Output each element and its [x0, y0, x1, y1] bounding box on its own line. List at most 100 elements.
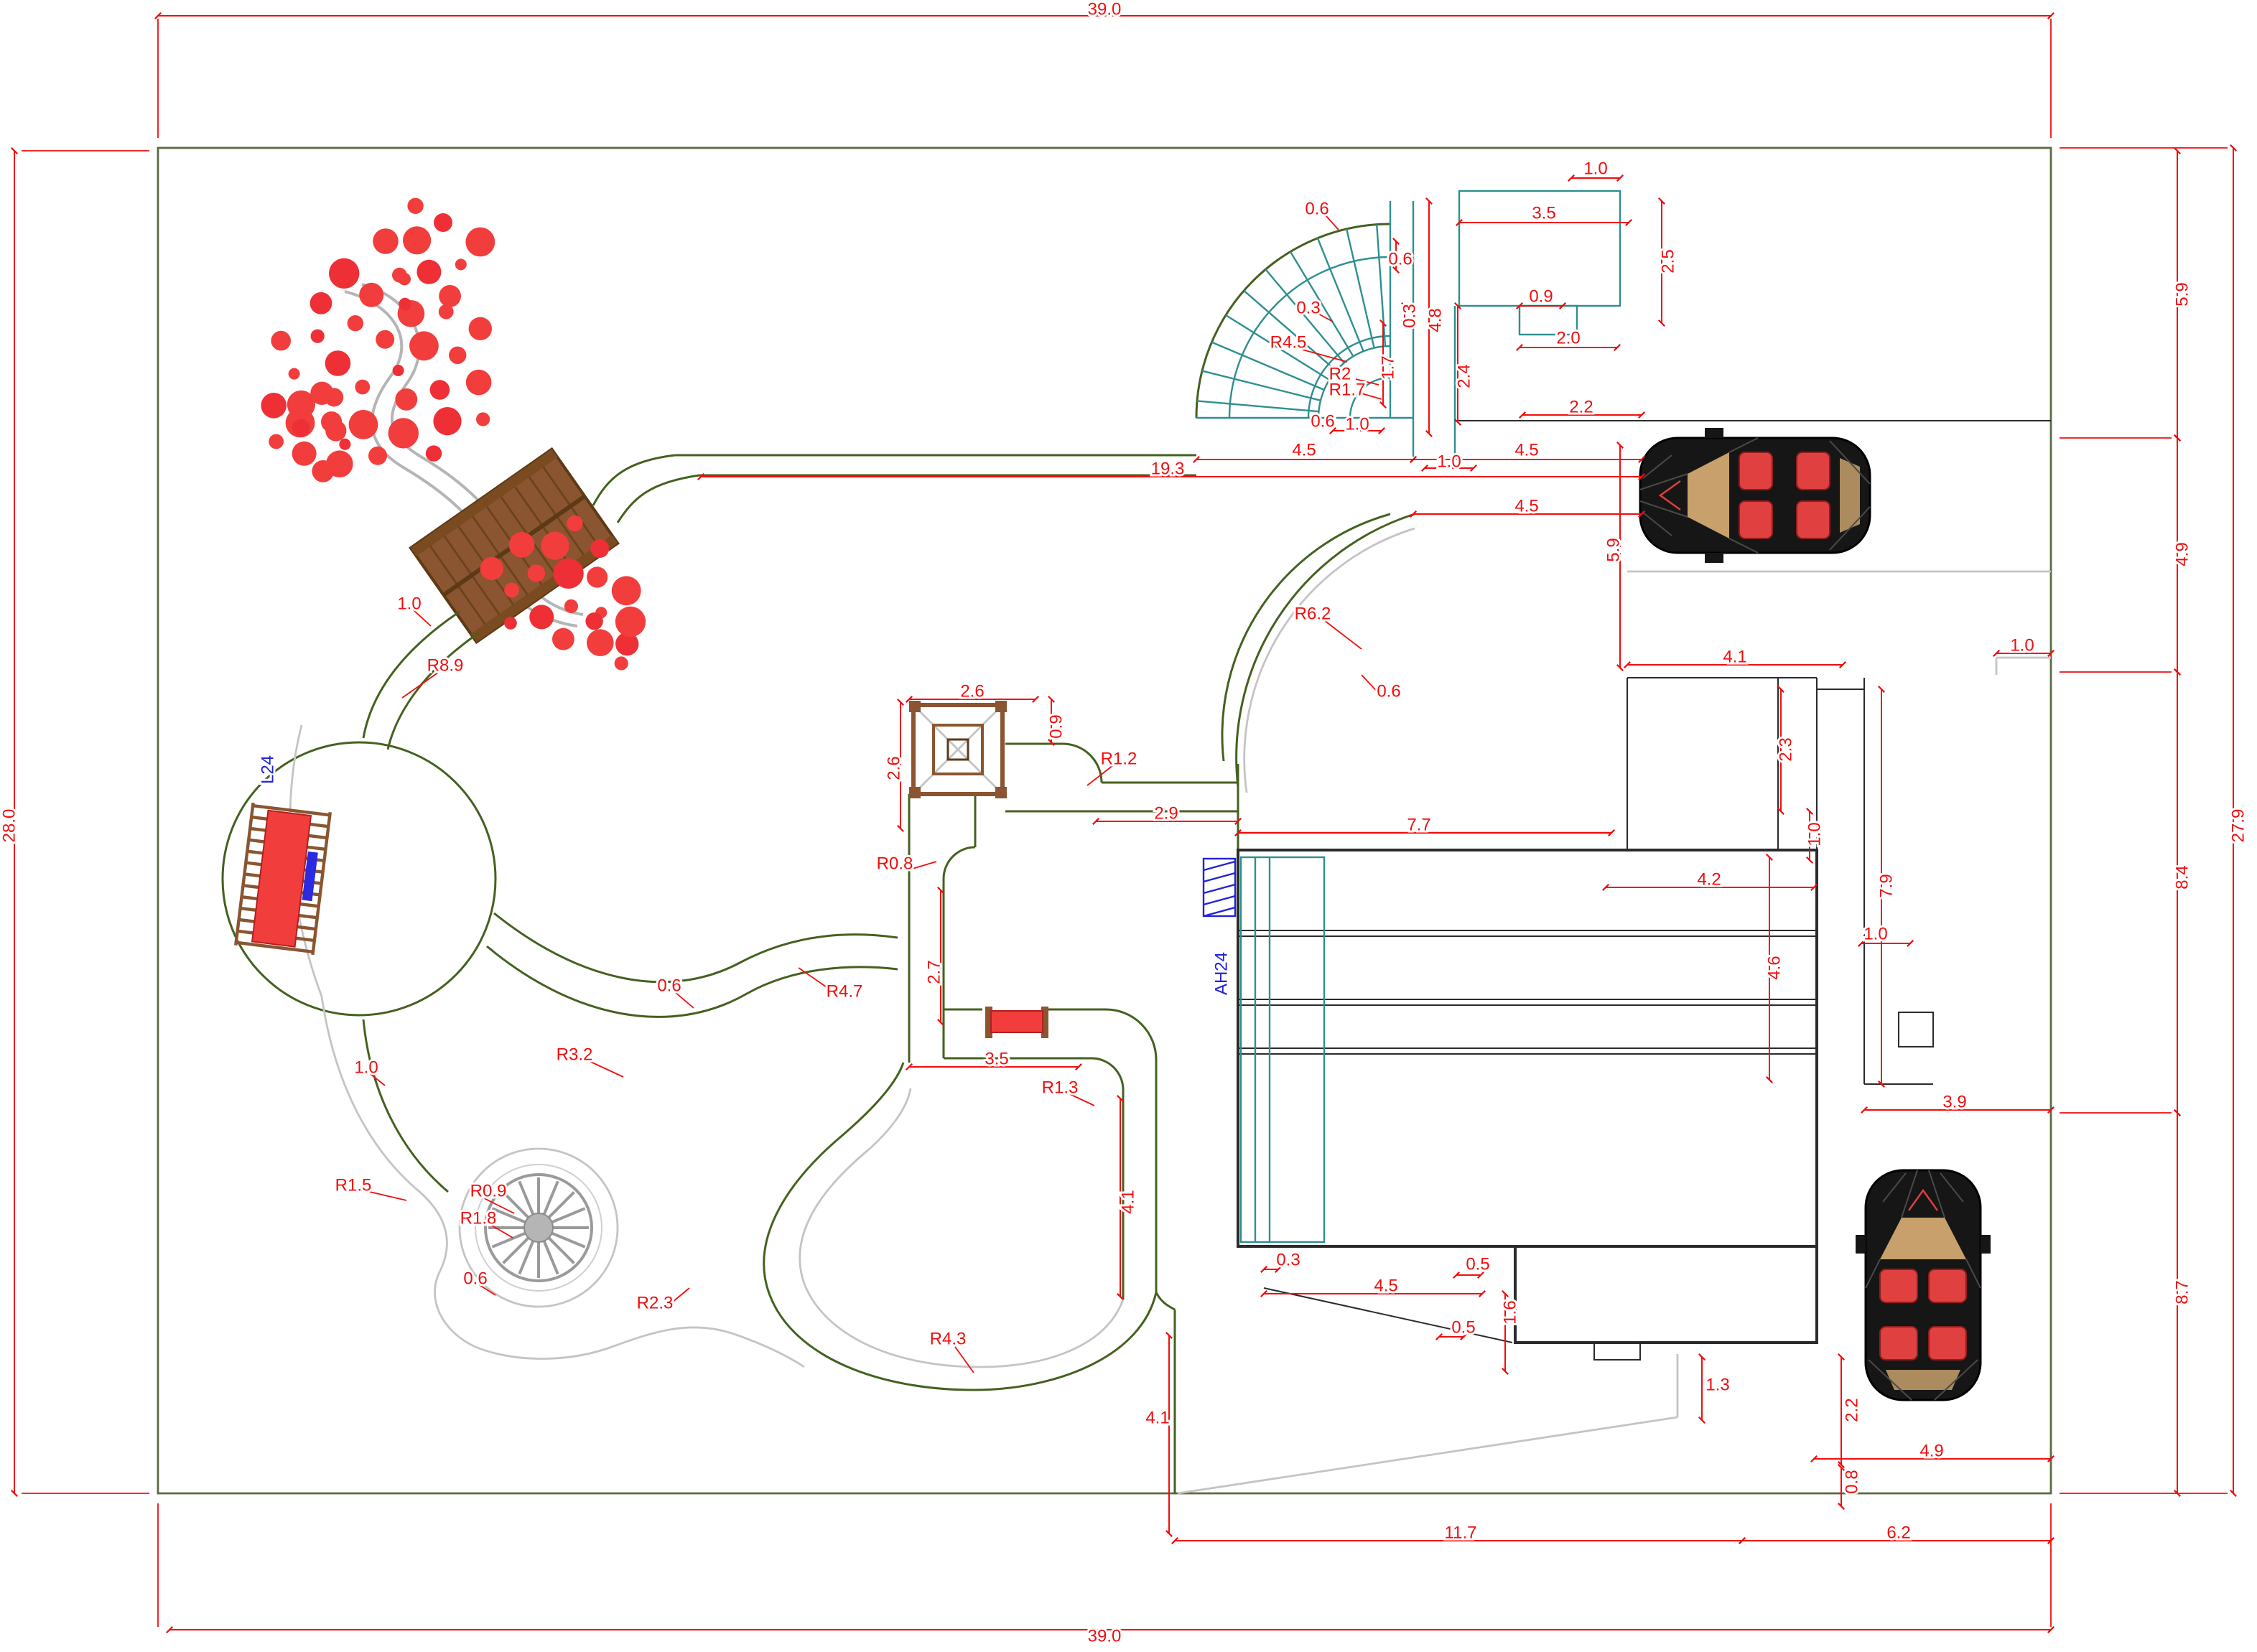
- bench-small: [985, 1007, 1048, 1038]
- dimension-label: R0.8: [877, 854, 913, 873]
- dimension-label: 6.2: [1886, 1523, 1910, 1542]
- blossom: [614, 656, 628, 671]
- blossom: [292, 441, 317, 466]
- stair-step: [1289, 251, 1354, 357]
- fountain-spoke: [518, 1240, 535, 1275]
- dimension-label: 4.5: [1514, 440, 1538, 459]
- dimension-label: R3.2: [557, 1045, 593, 1064]
- dimension-label: 2.4: [1454, 364, 1474, 388]
- blossom: [399, 297, 411, 311]
- dimension-label: 4.9: [2172, 542, 2192, 566]
- blossom: [425, 445, 442, 462]
- fountain-spoke: [518, 1180, 535, 1215]
- dimension-label: R1.7: [1329, 380, 1366, 399]
- blossom: [310, 329, 325, 343]
- fountain-spoke: [547, 1191, 575, 1219]
- label-AH24: AH24: [1211, 952, 1231, 995]
- dimension-label: 2.2: [1842, 1398, 1861, 1422]
- blossom: [585, 612, 603, 630]
- dimension-label: 0.5: [1466, 1254, 1489, 1274]
- blossom: [292, 419, 310, 437]
- blossom: [438, 304, 454, 319]
- blossom: [269, 434, 284, 449]
- dimension-label: R2.3: [637, 1293, 674, 1312]
- dimension-label: 3.5: [985, 1049, 1008, 1068]
- blossom: [476, 412, 490, 426]
- dimension-label: 8.4: [2172, 865, 2192, 889]
- fountain-spoke: [547, 1236, 575, 1264]
- dimension-label: 2.5: [1658, 249, 1677, 273]
- dimension-label: R1.8: [460, 1208, 497, 1228]
- dimension-label: 5.9: [1604, 538, 1623, 561]
- dimension-label: 4.9: [1919, 1441, 1943, 1460]
- blossom: [271, 330, 292, 351]
- blossom: [417, 259, 442, 284]
- dimension-label: R1.3: [1042, 1078, 1079, 1097]
- dimension-label: 0.5: [1451, 1317, 1475, 1337]
- dimension-label: 0.8: [1842, 1470, 1861, 1493]
- dimension-label: 1.7: [1378, 355, 1397, 379]
- pergola: [909, 701, 1007, 798]
- blossom: [368, 446, 387, 465]
- pool: [1239, 856, 1326, 1243]
- dimension-label: 4.6: [1764, 956, 1784, 979]
- blossom: [439, 285, 461, 307]
- blossom: [395, 388, 418, 411]
- blossom: [312, 460, 335, 482]
- blossom: [541, 531, 569, 560]
- dimension-label: 1.0: [1437, 452, 1461, 471]
- dimension-label: R4.7: [827, 981, 863, 1001]
- dimension-label: 2.6: [960, 681, 984, 701]
- dimension-label: 1.0: [1863, 924, 1887, 943]
- blossom: [348, 410, 378, 439]
- dimension-label: 4.1: [1118, 1190, 1137, 1213]
- blossom: [587, 629, 614, 656]
- blossom: [433, 407, 462, 436]
- dimension-label: 1.0: [1583, 159, 1607, 178]
- dimension-label: 5.9: [2172, 282, 2192, 306]
- dimension-label: 0.3: [1296, 298, 1320, 317]
- fountain-spoke: [502, 1191, 530, 1219]
- bench-pillow: [302, 851, 318, 902]
- dimension-label: 2.6: [884, 756, 903, 780]
- stair-step: [1265, 269, 1345, 364]
- blossom: [455, 258, 467, 271]
- blossom: [504, 582, 519, 598]
- dimension-label: 11.7: [1445, 1523, 1477, 1542]
- stair-step: [1211, 341, 1325, 391]
- dimension-label: 4.2: [1697, 869, 1721, 889]
- blossom: [339, 438, 351, 450]
- fountain-spoke: [551, 1231, 586, 1249]
- dimension-label: 7.7: [1407, 815, 1430, 834]
- dimension-label: R1.2: [1101, 749, 1137, 768]
- blossom: [325, 350, 351, 376]
- blossom: [587, 566, 608, 588]
- dimension-label: 1.0: [354, 1058, 378, 1077]
- dimension-label: 4.8: [1425, 308, 1445, 332]
- dimension-label: 8.7: [2172, 1280, 2192, 1304]
- dimension-label: 1.0: [397, 594, 421, 613]
- blossom: [388, 418, 419, 449]
- dimension-label: 4.5: [1514, 496, 1538, 515]
- dimension-label: 4.1: [1145, 1408, 1169, 1427]
- blossom: [465, 227, 495, 257]
- dimension-label: 39.0: [1088, 0, 1122, 19]
- dimension-label: 19.3: [1151, 459, 1185, 478]
- dimension-label: 0.6: [463, 1269, 487, 1288]
- stair-step: [1201, 370, 1321, 401]
- blossom: [504, 617, 517, 630]
- fountain-spoke: [491, 1231, 526, 1249]
- building-plan: [1177, 190, 2051, 1495]
- blossom: [615, 632, 639, 656]
- dimension-label: 39.0: [1088, 1626, 1122, 1646]
- fountain-spoke: [542, 1180, 559, 1215]
- dimension-label: 4.1: [1723, 647, 1746, 666]
- blossom: [403, 226, 432, 255]
- dimension-label: R4.5: [1270, 332, 1307, 352]
- stair-step: [1196, 400, 1319, 413]
- blossom: [407, 197, 424, 214]
- blossom: [611, 576, 641, 606]
- dimension-label: 1.3: [1705, 1375, 1729, 1394]
